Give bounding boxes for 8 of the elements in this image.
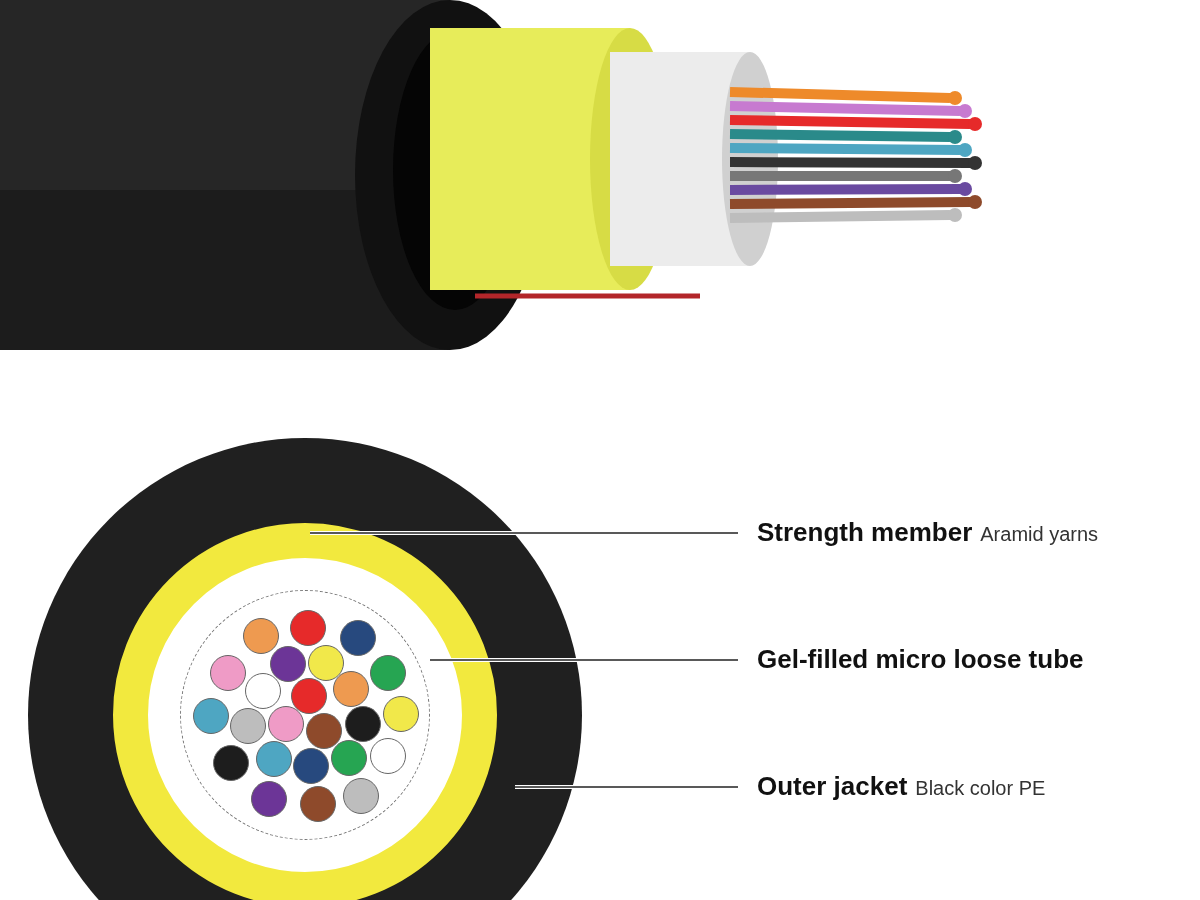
- leader-line: [514, 785, 739, 789]
- leader-line: [429, 658, 739, 662]
- part-name: Strength member: [757, 516, 973, 549]
- leader-line: [309, 531, 739, 535]
- part-name: Gel-filled micro loose tube: [757, 643, 1084, 676]
- part-material: Aramid yarns: [980, 522, 1099, 547]
- part-material: Black color PE: [915, 776, 1046, 801]
- part-name: Outer jacket: [757, 770, 908, 803]
